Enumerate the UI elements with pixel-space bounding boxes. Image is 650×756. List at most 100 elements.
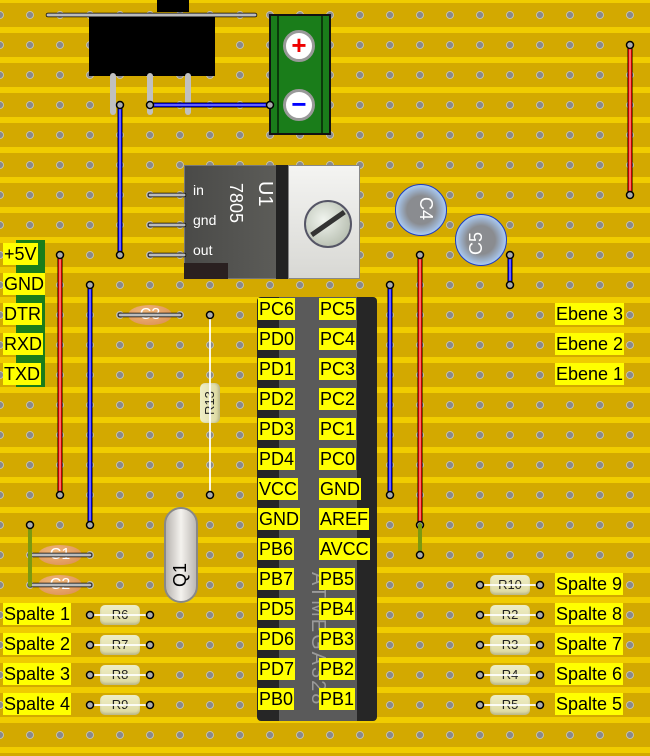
hole bbox=[476, 641, 484, 649]
hole bbox=[0, 191, 4, 199]
hole bbox=[116, 491, 124, 499]
header-label-rxd: RXD bbox=[3, 333, 44, 355]
crystal-q1[interactable]: Q1 bbox=[164, 507, 198, 603]
resistor-r7[interactable]: R7 bbox=[100, 635, 140, 655]
resistor-r13[interactable]: R13 bbox=[200, 383, 220, 423]
hole bbox=[146, 371, 154, 379]
voltage-regulator[interactable]: in gnd out 7805 U1 bbox=[184, 165, 360, 279]
capacitor-c1[interactable]: C1 bbox=[38, 545, 82, 565]
hole bbox=[386, 581, 394, 589]
hole bbox=[86, 521, 94, 529]
hole bbox=[0, 401, 4, 409]
hole bbox=[386, 371, 394, 379]
slide-switch[interactable] bbox=[89, 13, 215, 76]
hole bbox=[56, 341, 64, 349]
resistor-r4[interactable]: R4 bbox=[490, 665, 530, 685]
hole bbox=[536, 521, 544, 529]
hole bbox=[356, 11, 364, 19]
hole bbox=[416, 371, 424, 379]
mcu-pin-left: PD1 bbox=[258, 358, 296, 380]
hole bbox=[506, 341, 514, 349]
plus-terminal[interactable]: + bbox=[283, 30, 315, 62]
minus-terminal[interactable]: − bbox=[283, 89, 315, 121]
capacitor-c2[interactable]: C2 bbox=[38, 575, 82, 595]
hole bbox=[116, 221, 124, 229]
hole bbox=[566, 131, 574, 139]
hole bbox=[536, 641, 544, 649]
hole bbox=[566, 161, 574, 169]
hole bbox=[146, 101, 154, 109]
hole bbox=[56, 281, 64, 289]
hole bbox=[116, 251, 124, 259]
hole bbox=[0, 581, 4, 589]
hole bbox=[146, 251, 154, 259]
resistor-r10[interactable]: R10 bbox=[490, 575, 530, 595]
hole bbox=[236, 611, 244, 619]
resistor-r2[interactable]: R2 bbox=[490, 605, 530, 625]
hole bbox=[506, 461, 514, 469]
hole bbox=[596, 281, 604, 289]
hole bbox=[176, 641, 184, 649]
hole bbox=[176, 701, 184, 709]
hole bbox=[476, 161, 484, 169]
hole bbox=[176, 371, 184, 379]
hole bbox=[476, 701, 484, 709]
hole bbox=[236, 401, 244, 409]
hole bbox=[566, 11, 574, 19]
resistor-r9[interactable]: R9 bbox=[100, 695, 140, 715]
hole bbox=[116, 191, 124, 199]
mcu-pin-left: PB6 bbox=[258, 538, 295, 560]
strip-gap bbox=[0, 747, 650, 753]
spalte-label-4: Spalte 4 bbox=[3, 693, 72, 715]
hole bbox=[26, 431, 34, 439]
hole bbox=[0, 11, 4, 19]
hole bbox=[0, 431, 4, 439]
hole bbox=[26, 101, 34, 109]
capacitor-c3[interactable]: C3 bbox=[128, 305, 172, 325]
hole bbox=[566, 251, 574, 259]
hole bbox=[416, 551, 424, 559]
resistor-r3[interactable]: R3 bbox=[490, 635, 530, 655]
hole bbox=[386, 71, 394, 79]
capacitor-c5[interactable]: C5 bbox=[455, 214, 507, 266]
hole bbox=[206, 341, 214, 349]
slide-switch-knob[interactable] bbox=[157, 0, 189, 12]
hole bbox=[0, 521, 4, 529]
hole bbox=[176, 161, 184, 169]
hole bbox=[296, 731, 304, 739]
hole bbox=[56, 11, 64, 19]
hole bbox=[386, 701, 394, 709]
capacitor-c4[interactable]: C4 bbox=[395, 184, 447, 236]
hole bbox=[626, 641, 634, 649]
hole bbox=[116, 131, 124, 139]
hole bbox=[416, 341, 424, 349]
hole bbox=[86, 311, 94, 319]
hole bbox=[536, 671, 544, 679]
hole bbox=[26, 41, 34, 49]
hole bbox=[566, 71, 574, 79]
hole bbox=[416, 11, 424, 19]
resistor-r5[interactable]: R5 bbox=[490, 695, 530, 715]
hole bbox=[476, 71, 484, 79]
hole bbox=[86, 131, 94, 139]
hole bbox=[416, 731, 424, 739]
hole bbox=[476, 341, 484, 349]
hole bbox=[596, 491, 604, 499]
spalte-label-6: Spalte 6 bbox=[555, 663, 624, 685]
hole bbox=[146, 641, 154, 649]
hole bbox=[146, 731, 154, 739]
hole bbox=[596, 251, 604, 259]
resistor-r6[interactable]: R6 bbox=[100, 605, 140, 625]
hole bbox=[566, 101, 574, 109]
hole bbox=[176, 251, 184, 259]
hole bbox=[0, 41, 4, 49]
hole bbox=[476, 131, 484, 139]
hole bbox=[476, 731, 484, 739]
resistor-r8[interactable]: R8 bbox=[100, 665, 140, 685]
hole bbox=[296, 281, 304, 289]
hole bbox=[386, 521, 394, 529]
hole bbox=[446, 581, 454, 589]
hole bbox=[356, 41, 364, 49]
hole bbox=[236, 41, 244, 49]
mcu-pin-right: PC2 bbox=[319, 388, 357, 410]
